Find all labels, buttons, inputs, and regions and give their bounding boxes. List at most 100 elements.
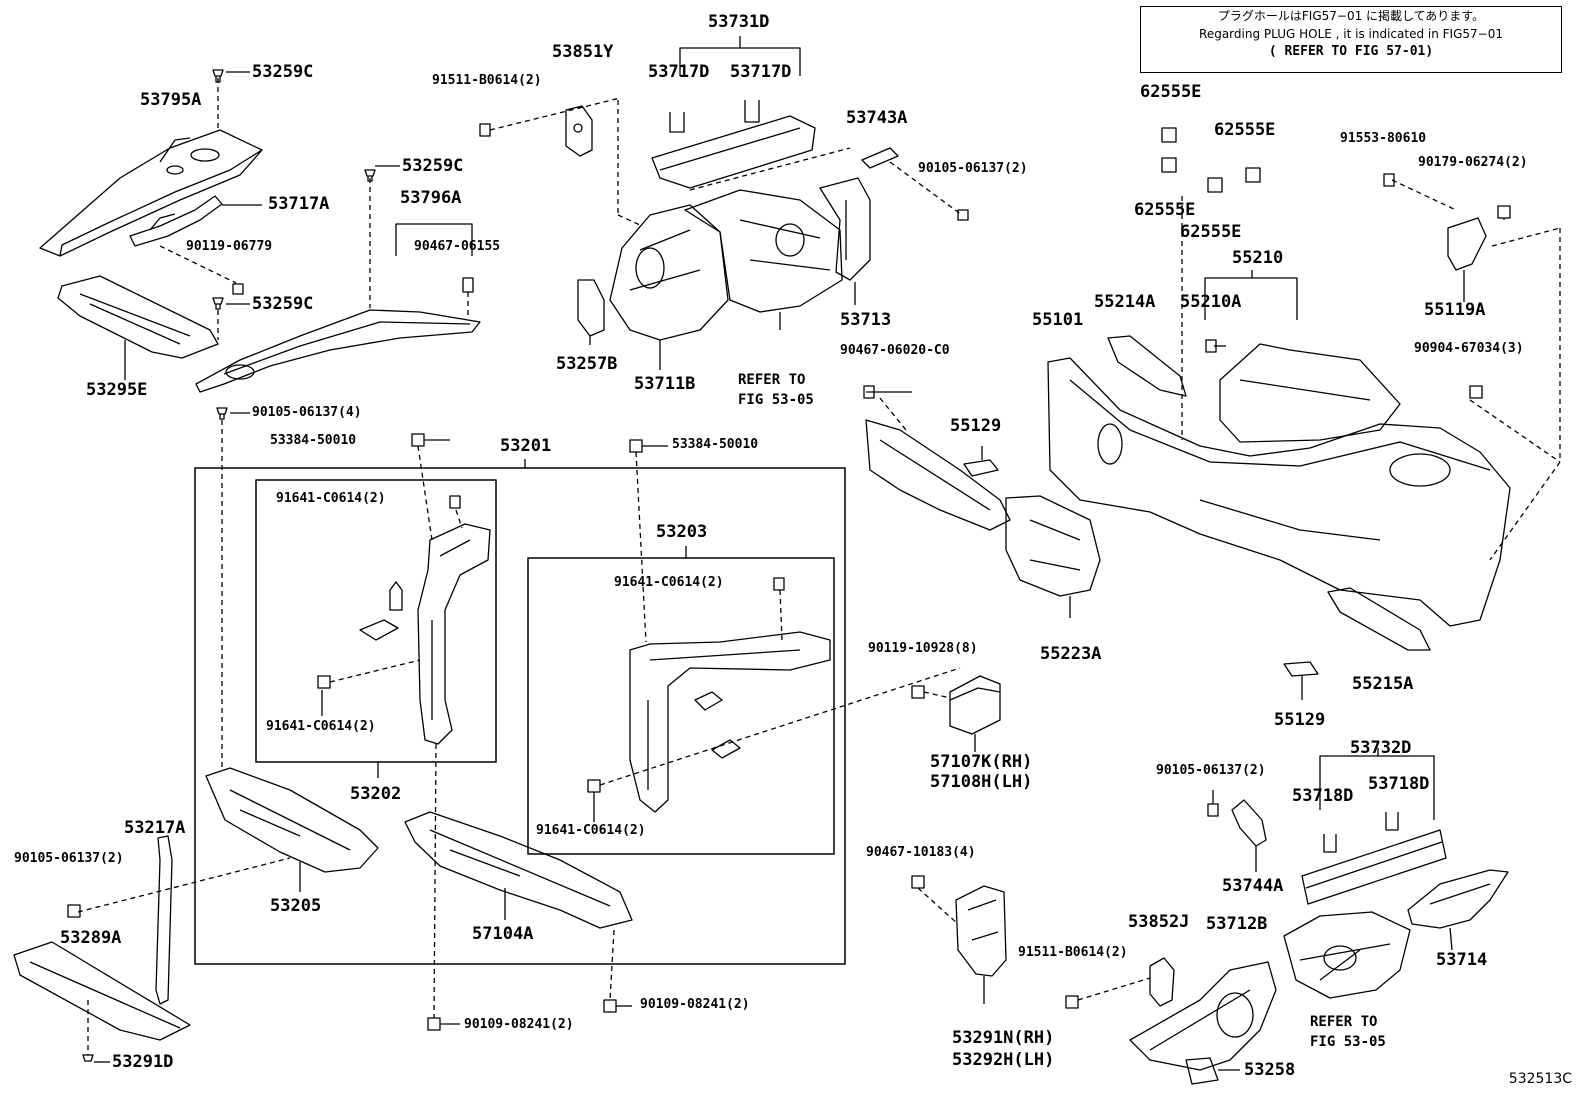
label-55129-upper[interactable]: 55129	[950, 416, 1002, 436]
label-53796A[interactable]: 53796A	[400, 188, 462, 208]
label-53259C-lower[interactable]: 53259C	[252, 294, 314, 314]
label-53714[interactable]: 53714	[1436, 950, 1488, 970]
group-box-53203	[527, 557, 835, 855]
label-90105-06137-4[interactable]: 90105-06137(4)	[252, 405, 362, 420]
label-55119A[interactable]: 55119A	[1424, 300, 1486, 320]
label-53795A[interactable]: 53795A	[140, 90, 202, 110]
part-53795A-drawing	[39, 69, 263, 257]
part-53257B-drawing	[577, 279, 605, 345]
label-53744A[interactable]: 53744A	[1222, 876, 1284, 896]
label-53717D-right[interactable]: 53717D	[730, 62, 792, 82]
label-90179-06274[interactable]: 90179-06274(2)	[1418, 155, 1528, 170]
label-90119-06779[interactable]: 90119-06779	[186, 239, 273, 254]
plug-hole-note: プラグホールはFIG57−01 に掲載してあります。 Regarding PLU…	[1140, 6, 1562, 73]
label-91511-B0614-bottom[interactable]: 91511-B0614(2)	[1018, 945, 1128, 960]
label-55210A[interactable]: 55210A	[1180, 292, 1242, 312]
refer-note-center-line2: FIG 53-05	[738, 392, 814, 408]
label-53295E[interactable]: 53295E	[86, 380, 148, 400]
label-53852J[interactable]: 53852J	[1128, 912, 1190, 932]
label-90109-08241-center[interactable]: 90109-08241(2)	[464, 1017, 574, 1032]
part-55129-lower-drawing	[1283, 661, 1319, 700]
label-91641-C0614-upper-right[interactable]: 91641-C0614(2)	[614, 575, 724, 590]
label-55214A[interactable]: 55214A	[1094, 292, 1156, 312]
label-53384-50010-right[interactable]: 53384-50010	[672, 437, 759, 452]
label-90109-08241-right[interactable]: 90109-08241(2)	[640, 997, 750, 1012]
part-53258-drawing	[1185, 1057, 1240, 1085]
label-53712B[interactable]: 53712B	[1206, 914, 1268, 934]
label-53291D[interactable]: 53291D	[112, 1052, 174, 1072]
part-53796A-drawing	[195, 309, 481, 393]
part-53205-drawing	[205, 767, 379, 892]
label-90467-06020-C0[interactable]: 90467-06020-C0	[840, 343, 950, 358]
label-53203[interactable]: 53203	[656, 522, 708, 542]
part-53202-drawing	[359, 523, 491, 745]
part-55101-drawing	[1047, 357, 1511, 627]
label-53731D[interactable]: 53731D	[708, 12, 770, 32]
part-53852J-drawing	[1149, 957, 1175, 1007]
label-91641-C0614-lower-right[interactable]: 91641-C0614(2)	[536, 823, 646, 838]
label-62555E-4[interactable]: 62555E	[1180, 222, 1242, 242]
label-91553-80610[interactable]: 91553-80610	[1340, 131, 1427, 146]
label-53292H-LH[interactable]: 53292H(LH)	[952, 1050, 1055, 1070]
label-53259C-top[interactable]: 53259C	[252, 62, 314, 82]
label-90105-06137-top[interactable]: 90105-06137(2)	[918, 161, 1028, 176]
label-90467-10183[interactable]: 90467-10183(4)	[866, 845, 976, 860]
part-center-wheelhouse-drawing	[684, 189, 843, 330]
label-53713[interactable]: 53713	[840, 310, 892, 330]
label-53851Y[interactable]: 53851Y	[552, 42, 614, 62]
label-90105-06137-right[interactable]: 90105-06137(2)	[1156, 763, 1266, 778]
label-53217A[interactable]: 53217A	[124, 818, 186, 838]
refer-note-lower-right: REFER TO FIG 53-05	[1310, 1012, 1386, 1052]
label-57104A[interactable]: 57104A	[472, 924, 534, 944]
label-53384-50010-left[interactable]: 53384-50010	[270, 433, 357, 448]
label-53717A[interactable]: 53717A	[268, 194, 330, 214]
note-english-text: Regarding PLUG HOLE , it is indicated in…	[1199, 27, 1503, 41]
label-62555E-1[interactable]: 62555E	[1140, 82, 1202, 102]
label-91641-C0614-upper-left[interactable]: 91641-C0614(2)	[276, 491, 386, 506]
label-55210[interactable]: 55210	[1232, 248, 1284, 268]
part-55210-drawing	[1219, 343, 1401, 443]
label-53732D[interactable]: 53732D	[1350, 738, 1412, 758]
part-57107K-drawing	[949, 675, 1001, 752]
group-box-53201	[194, 467, 846, 965]
part-53295E-drawing	[57, 275, 219, 380]
label-90119-10928[interactable]: 90119-10928(8)	[868, 641, 978, 656]
label-57107K-RH[interactable]: 57107K(RH)	[930, 752, 1033, 772]
label-53259C-center[interactable]: 53259C	[402, 156, 464, 176]
label-62555E-2[interactable]: 62555E	[1214, 120, 1276, 140]
label-91641-C0614-lower-left[interactable]: 91641-C0614(2)	[266, 719, 376, 734]
part-53711B-drawing	[609, 204, 729, 370]
label-55215A[interactable]: 55215A	[1352, 674, 1414, 694]
part-53851Y-drawing	[565, 105, 593, 157]
label-53711B[interactable]: 53711B	[634, 374, 696, 394]
label-53258[interactable]: 53258	[1244, 1060, 1296, 1080]
part-53289A-drawing	[13, 941, 191, 1041]
label-62555E-3[interactable]: 62555E	[1134, 200, 1196, 220]
label-90904-67034[interactable]: 90904-67034(3)	[1414, 341, 1524, 356]
label-91511-B0614-top[interactable]: 91511-B0614(2)	[432, 73, 542, 88]
label-53718D-left[interactable]: 53718D	[1292, 786, 1354, 806]
part-53217A-drawing	[155, 835, 173, 1005]
label-57108H-LH[interactable]: 57108H(LH)	[930, 772, 1033, 792]
label-90467-06155[interactable]: 90467-06155	[414, 239, 501, 254]
part-62555E-drawing	[1161, 127, 1261, 193]
label-53202[interactable]: 53202	[350, 784, 402, 804]
label-55223A[interactable]: 55223A	[1040, 644, 1102, 664]
label-53291N-RH[interactable]: 53291N(RH)	[952, 1028, 1055, 1048]
label-53289A[interactable]: 53289A	[60, 928, 122, 948]
label-55101[interactable]: 55101	[1032, 310, 1084, 330]
part-53203-drawing	[629, 631, 831, 813]
part-53744A-drawing	[1231, 799, 1267, 872]
label-53743A[interactable]: 53743A	[846, 108, 908, 128]
label-53201[interactable]: 53201	[500, 436, 552, 456]
part-55215A-drawing	[1327, 587, 1431, 651]
label-53205[interactable]: 53205	[270, 896, 322, 916]
label-53718D-right[interactable]: 53718D	[1368, 774, 1430, 794]
label-53257B[interactable]: 53257B	[556, 354, 618, 374]
label-90105-06137-2-left[interactable]: 90105-06137(2)	[14, 851, 124, 866]
label-55129-lower[interactable]: 55129	[1274, 710, 1326, 730]
label-53717D-left[interactable]: 53717D	[648, 62, 710, 82]
part-55223A-drawing	[1005, 495, 1101, 618]
bracket-53732D	[1319, 755, 1435, 820]
part-53712B-drawing	[1283, 911, 1411, 999]
